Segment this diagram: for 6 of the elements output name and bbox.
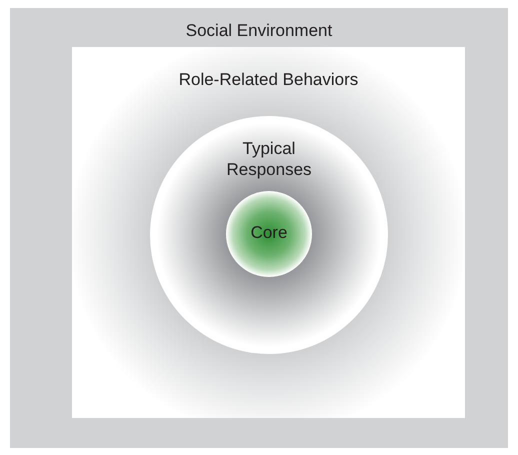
outer-band <box>10 8 508 448</box>
region-label: Social Environment <box>186 20 332 41</box>
inner-panel <box>72 47 465 418</box>
region-label: Role-Related Behaviors <box>178 69 358 90</box>
region-label: Typical Responses <box>225 138 313 180</box>
region-label: Core <box>250 222 288 243</box>
